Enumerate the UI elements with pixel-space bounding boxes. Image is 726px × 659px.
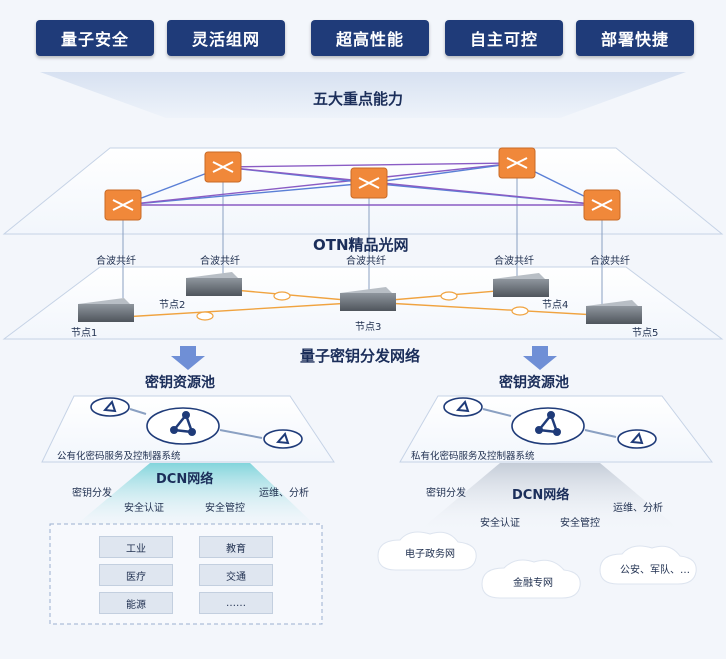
capabilities-title: 五大重点能力 [313, 90, 404, 108]
function-label: 密钥分发 [72, 488, 112, 499]
fiber-label: 合波共纤 [200, 256, 240, 267]
qkd-switch-icon [340, 287, 396, 311]
right-dcn-title: DCN网络 [512, 488, 570, 503]
capability-tag: 部署快捷 [576, 20, 694, 56]
otn-router-icon [204, 151, 242, 183]
capability-tag: 超高性能 [311, 20, 429, 56]
fiber-lines [122, 176, 603, 304]
capability-tag: 量子安全 [36, 20, 154, 56]
right-pool-system: 私有化密码服务及控制器系统 [411, 451, 535, 462]
key-node-icon [102, 400, 290, 445]
industry-item: 医疗 [99, 564, 173, 586]
scenario-clouds [377, 531, 697, 599]
node-label: 节点2 [159, 300, 186, 311]
left-dcn-title: DCN网络 [156, 472, 214, 487]
function-label: 密钥分发 [426, 488, 466, 499]
otn-title: OTN精品光网 [313, 236, 409, 254]
pool-arrows [129, 408, 263, 439]
qkd-title: 量子密钥分发网络 [300, 347, 421, 365]
function-label: 运维、分析 [259, 488, 309, 499]
otn-router-icon [104, 189, 142, 221]
left-pool-title: 密钥资源池 [145, 375, 215, 391]
capability-tag: 自主可控 [445, 20, 563, 56]
left-pool-system: 公有化密码服务及控制器系统 [57, 451, 181, 462]
node-label: 节点1 [71, 328, 98, 339]
qkd-switch-icon [586, 300, 642, 324]
down-arrow-icon [171, 346, 557, 370]
pool-arrows [482, 408, 617, 438]
node-label: 节点3 [355, 322, 382, 333]
otn-router-icon [350, 167, 388, 199]
capabilities-banner [40, 72, 686, 118]
scenario-label: 公安、军队、… [620, 565, 690, 576]
fiber-label: 合波共纤 [346, 256, 386, 267]
node-label: 节点4 [542, 300, 569, 311]
right-dcn-glow [420, 463, 680, 530]
otn-router-icon [498, 147, 536, 179]
industry-item: …… [199, 592, 273, 614]
industry-item: 交通 [199, 564, 273, 586]
scenario-label: 电子政务网 [405, 549, 455, 560]
otn-router-icon [583, 189, 621, 221]
right-pool-clouds [443, 397, 657, 449]
function-label: 安全认证 [124, 503, 164, 514]
industry-box [49, 523, 323, 625]
capability-tag: 灵活组网 [167, 20, 285, 56]
qkd-switch-icon [78, 298, 134, 322]
left-pool-clouds [90, 397, 303, 449]
industry-item: 教育 [199, 536, 273, 558]
function-label: 运维、分析 [613, 503, 663, 514]
scenario-label: 金融专网 [513, 578, 553, 589]
left-dcn-glow [70, 463, 320, 530]
key-node-icon [455, 400, 644, 445]
right-pool-title: 密钥资源池 [499, 375, 569, 391]
function-label: 安全认证 [480, 518, 520, 529]
industry-item: 工业 [99, 536, 173, 558]
fiber-label: 合波共纤 [590, 256, 630, 267]
qkd-switch-icon [186, 272, 242, 296]
fiber-label: 合波共纤 [494, 256, 534, 267]
node-label: 节点5 [632, 328, 659, 339]
function-label: 安全管控 [205, 503, 245, 514]
fiber-label: 合波共纤 [96, 256, 136, 267]
link-marker-icon [196, 291, 529, 321]
function-label: 安全管控 [560, 518, 600, 529]
qkd-switch-icon [493, 273, 549, 297]
industry-item: 能源 [99, 592, 173, 614]
